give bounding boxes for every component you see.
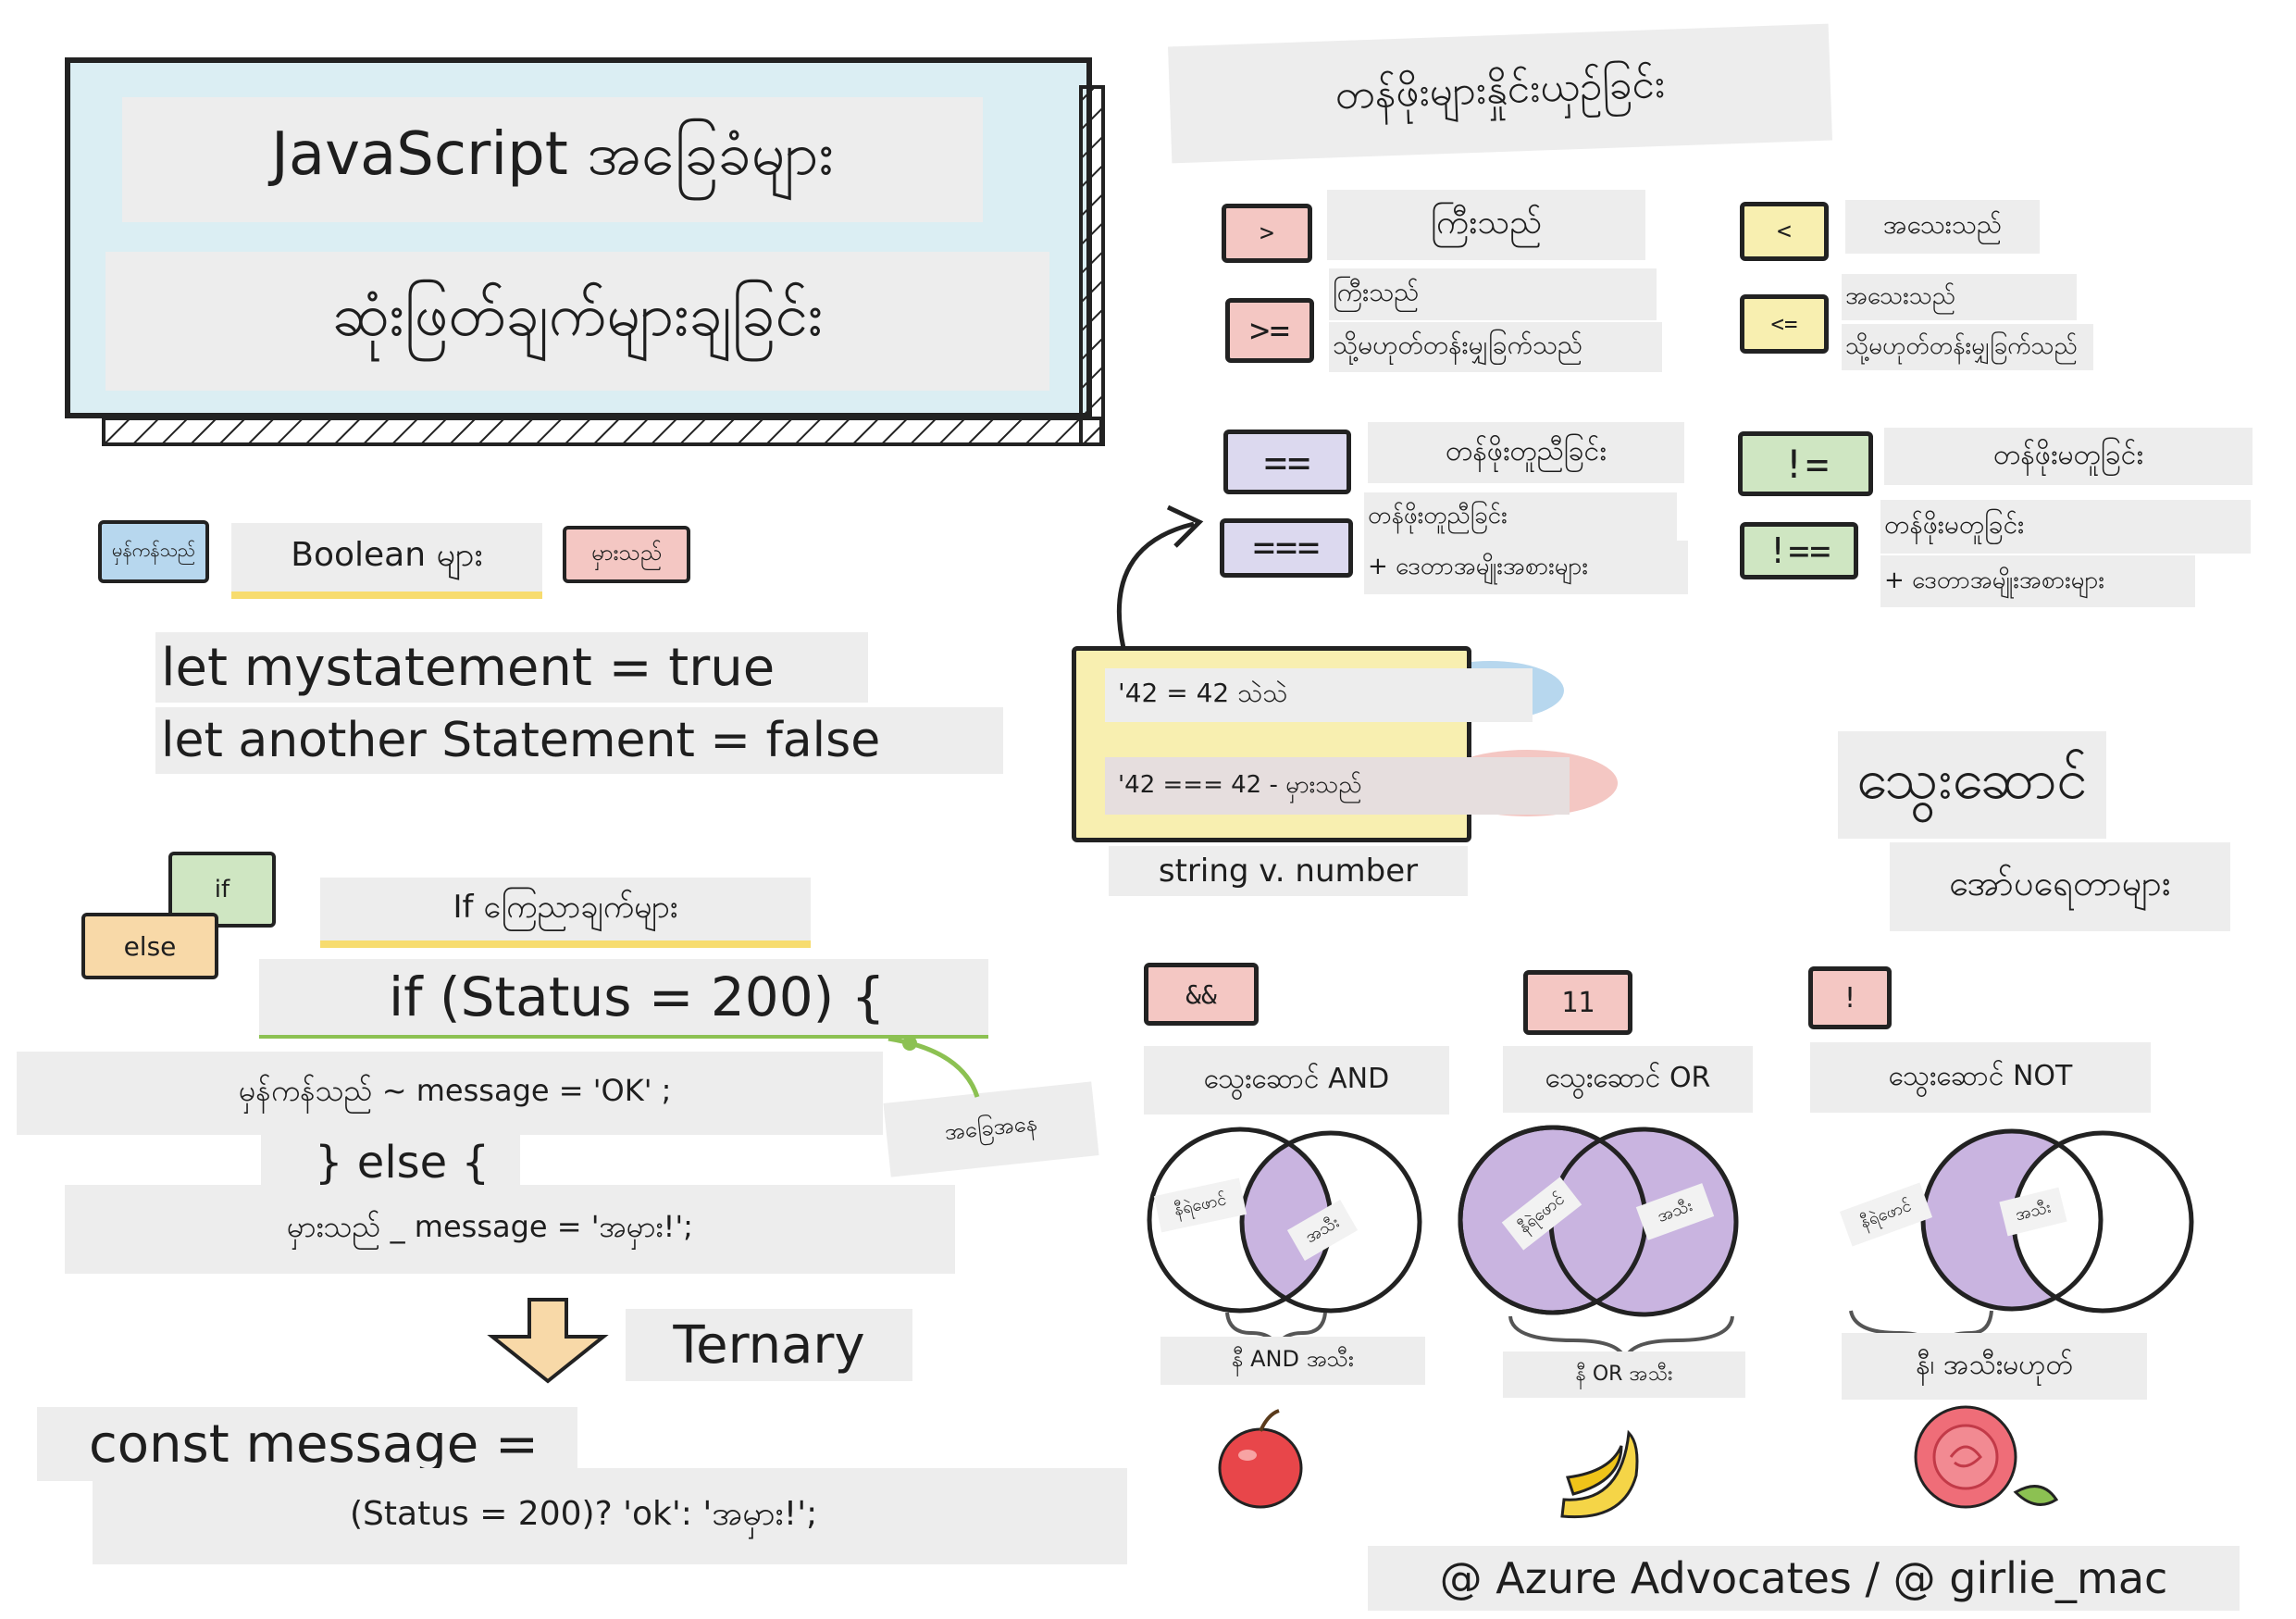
title-line-2: ဆုံးဖြတ်ချက်များချခြင်း xyxy=(105,252,1049,391)
boolean-code-line-1: let mystatement = true xyxy=(155,632,868,703)
true-speech-bubble: မှန်ကန်သည် xyxy=(98,520,209,583)
greater-equal-label-1: ကြီးသည် xyxy=(1329,268,1657,320)
strict-equality-label-1: တန်ဖိုးတူညီခြင်း xyxy=(1364,492,1677,541)
credit-line: @ Azure Advocates / @ girlie_mac xyxy=(1368,1546,2240,1611)
false-speech-bubble: မှားသည် xyxy=(563,526,690,583)
or-operator-symbol: 11 xyxy=(1523,970,1632,1035)
equality-symbol: == xyxy=(1223,430,1351,494)
if-code-line: if (Status = 200) { xyxy=(259,959,988,1039)
or-operator-label: သွေးဆောင် OR xyxy=(1503,1046,1753,1113)
true-bubble-text: မှန်ကန်သည် xyxy=(111,539,196,561)
not-operator-symbol: ! xyxy=(1808,966,1892,1029)
strict-inequality-label-2: + ဒေတာအမျိုးအစားများ xyxy=(1880,555,2195,607)
and-operator-label: သွေးဆောင် AND xyxy=(1144,1046,1449,1115)
strict-inequality-label-1: တန်ဖိုးမတူခြင်း xyxy=(1880,500,2251,554)
example-strict-equality: '42 === 42 - မှားသည် xyxy=(1105,757,1570,815)
not-caption: နီ၊ အသီးမဟုတ် xyxy=(1842,1333,2147,1400)
greater-than-label: ကြီးသည် xyxy=(1327,190,1645,260)
if-bubble-text: if xyxy=(214,876,230,903)
inequality-label: တန်ဖိုးမတူခြင်း xyxy=(1884,428,2253,485)
equality-label: တန်ဖိုးတူညီခြင်း xyxy=(1368,422,1684,483)
less-than-label: အသေးသည် xyxy=(1845,200,2040,254)
if-statements-label: If ကြေညာချက်များ xyxy=(320,878,811,948)
title-line-1: JavaScript အခြေခံများ xyxy=(122,97,983,222)
greater-than-symbol: > xyxy=(1222,204,1312,263)
strict-equality-label-2: + ဒေတာအမျိုးအစားများ xyxy=(1364,541,1688,594)
if-true-branch-line: မှန်ကန်သည် ~ message = 'OK' ; xyxy=(17,1052,883,1135)
less-equal-symbol: <= xyxy=(1740,294,1829,354)
else-code-line: } else { xyxy=(261,1131,520,1194)
ternary-label: Ternary xyxy=(626,1309,912,1381)
and-caption: နီ AND အသီး xyxy=(1160,1337,1425,1385)
else-speech-bubble: else xyxy=(81,913,218,979)
less-equal-label-1: အသေးသည် xyxy=(1842,274,2077,320)
less-than-symbol: < xyxy=(1740,202,1829,261)
inequality-symbol: != xyxy=(1738,431,1873,496)
else-bubble-text: else xyxy=(123,930,177,962)
example-loose-equality: '42 = 42 သဲသဲ xyxy=(1105,668,1533,722)
logic-heading-1: သွေးဆောင် xyxy=(1838,731,2106,839)
strict-equality-symbol: === xyxy=(1220,518,1353,578)
less-equal-label-2: သို့မဟုတ်တန်းမျှခြက်သည် xyxy=(1842,324,2093,370)
strict-inequality-symbol: !== xyxy=(1740,522,1858,579)
not-operator-label: သွေးဆောင် NOT xyxy=(1810,1042,2151,1113)
false-bubble-text: မှားသည် xyxy=(590,540,663,566)
if-false-branch-line: မှားသည် _ message = 'အမှား!'; xyxy=(65,1185,955,1274)
or-caption: နီ OR အသီး xyxy=(1503,1351,1745,1398)
boolean-code-line-2: let another Statement = false xyxy=(155,707,1003,774)
logic-heading-2: အော်ပရေတာများ xyxy=(1890,842,2230,931)
boolean-label: Boolean များ xyxy=(231,523,542,599)
greater-equal-symbol: >= xyxy=(1225,298,1314,363)
ternary-code-line-2: (Status = 200)? 'ok': 'အမှား!'; xyxy=(93,1468,1127,1564)
greater-equal-label-2: သို့မဟုတ်တန်းမျှခြက်သည် xyxy=(1329,322,1662,372)
example-caption: string v. number xyxy=(1109,846,1468,896)
and-operator-symbol: && xyxy=(1144,963,1259,1026)
